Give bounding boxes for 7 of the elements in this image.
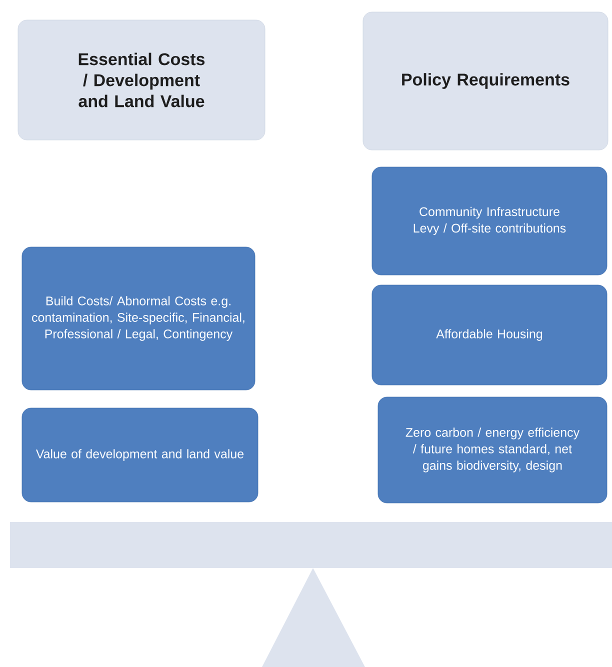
category-box: Build Costs/ Abnormal Costs e.g. contamination, Site-specific, Financial, Professional / Legal, Contingency [22, 246, 256, 390]
category-box: Zero carbon / energy efficiency / future homes standard, net gains biodiversity, design [378, 396, 608, 504]
header-box: Policy Requirements [362, 12, 608, 150]
category-box: Affordable Housing [372, 284, 608, 386]
category-box: Value of development and land value [22, 408, 258, 502]
header-box: Essential Costs / Development and Land Value [18, 20, 266, 140]
category-box: Community Infrastructure Levy / Off-site contributions [372, 166, 608, 276]
